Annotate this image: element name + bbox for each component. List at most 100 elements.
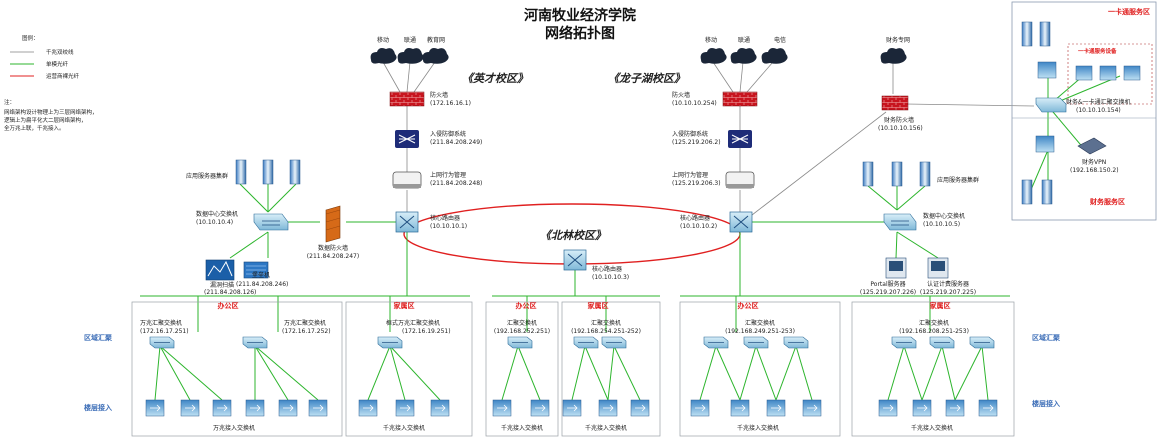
scanner-ip: (211.84.208.126) [204, 289, 256, 296]
agg-label-lz-b: 汇聚交换机 [919, 319, 949, 327]
zone-label-home: 家属区 [588, 301, 609, 310]
isp-label-edu: 教育网 [427, 36, 445, 44]
campus-title-longzihu: 《龙子湖校区》 [608, 72, 685, 85]
cloud-icon [397, 48, 424, 64]
auth-ip: (125.219.207.225) [920, 289, 976, 296]
server-icon [862, 161, 874, 187]
legend-heading: 图例： [22, 34, 39, 42]
longzihu-ips: 入侵防御系统 (125.219.206.2) [672, 130, 752, 148]
server-icon [891, 161, 903, 187]
isp-cloud-finance: 财务专网 [880, 36, 910, 64]
yingcai-ips: 入侵防御系统 (211.84.208.249) [395, 130, 482, 148]
legend: 图例： 千兆双绞线 单模光纤 运营商裸光纤 [10, 34, 80, 80]
access-switch [530, 399, 550, 417]
aggregation-switch [783, 336, 809, 349]
cloud-icon [761, 48, 788, 64]
isp-label-telecom: 电信 [774, 36, 786, 44]
ips-label: 入侵防御系统 [430, 130, 466, 138]
vpn-icon [1077, 137, 1107, 155]
access-switch [598, 399, 618, 417]
zone-box-longzihu-home [851, 301, 1015, 437]
portal-server-icon [885, 257, 907, 279]
cloud-icon [730, 48, 757, 64]
zone-box-longzihu-office [679, 301, 841, 437]
zone-box-beilin-office [485, 301, 559, 437]
access-label-lz-a: 千兆接入交换机 [737, 424, 779, 432]
access-switch [430, 399, 450, 417]
zone-box-beilin-home [561, 301, 661, 437]
ips-ip: (125.219.206.2) [672, 139, 721, 146]
aggregation-switch [601, 336, 627, 349]
card-finance-area: 一卡通服务区 一卡通服务设备 财务&一卡通汇聚交换机 (10.10.10.154… [1011, 1, 1157, 221]
access-switch [730, 399, 750, 417]
aggregation-switch [743, 336, 769, 349]
longzihu-firewall: 防火墙 (10.10.10.254) [672, 91, 758, 107]
access-switch [912, 399, 932, 417]
router-icon [395, 211, 419, 233]
layer-label-aggregation-right: 区域汇聚 [1032, 333, 1061, 342]
yingcai-behavior-mgmt: 上网行为管理 (211.84.208.248) [392, 171, 482, 189]
server-icon [262, 159, 274, 185]
access-switch [878, 399, 898, 417]
agg-ip-yc-a: (172.16.17.251) [140, 328, 189, 335]
dc-firewall-label: 数据防火墙 [318, 244, 348, 252]
card-finance-switch: 财务&一卡通汇聚交换机 (10.10.10.154) [1035, 97, 1131, 114]
access-switch [690, 399, 710, 417]
aggregation-switch [507, 336, 533, 349]
access-label-lz-b: 千兆接入交换机 [911, 424, 953, 432]
behavior-appliance-icon [725, 171, 755, 189]
access-switch [358, 399, 378, 417]
beilin-core-router: 核心路由器 (10.10.10.3) [563, 249, 629, 281]
core-router-label: 核心路由器 [592, 265, 622, 273]
access-switch [145, 399, 165, 417]
agg-label-bl-b: 汇聚交换机 [591, 319, 621, 327]
behavior-label: 上网行为管理 [430, 171, 466, 179]
legend-label-single-mode-fiber: 单模光纤 [46, 60, 69, 68]
longzihu-app-server-cluster: 应用服务器集群 [862, 161, 979, 187]
dc-switch-label: 数据中心交换机 [196, 210, 238, 218]
longzihu-core-router: 核心路由器 (10.10.10.2) [680, 211, 753, 233]
finance-area-title: 财务服务区 [1089, 197, 1125, 206]
longzihu-behavior-mgmt: 上网行为管理 (125.219.206.3) [672, 171, 755, 189]
server-icon [1041, 179, 1053, 205]
card-equip-label: 一卡通服务设备 [1078, 47, 1117, 55]
isp-clouds-longzihu: 移动 联通 电信 [700, 36, 788, 64]
ips-ip: (211.84.208.249) [430, 139, 482, 146]
aggregation-switch [573, 336, 599, 349]
access-switch [766, 399, 786, 417]
yingcai-firewall: 防火墙 (172.16.16.1) [389, 91, 471, 107]
server-icon [1021, 21, 1033, 47]
link-layer [140, 61, 1121, 401]
access-switch [978, 399, 998, 417]
campus-title-beilin: 《北林校区》 [540, 229, 606, 242]
firewall-icon [389, 91, 425, 107]
behavior-label: 上网行为管理 [672, 171, 708, 179]
agg-label-lz-a: 汇聚交换机 [745, 319, 775, 327]
core-router-ip: (10.10.10.2) [680, 223, 717, 230]
auth-label: 认证计费服务器 [927, 280, 969, 288]
agg-ip-yc-c: (172.16.19.251) [402, 328, 451, 335]
core-router-label: 核心路由器 [430, 214, 460, 222]
access-switch [630, 399, 650, 417]
finance-firewall-ip: (10.10.10.156) [878, 125, 923, 132]
switch-icon [883, 213, 917, 231]
core-router-label: 核心路由器 [680, 214, 710, 222]
yingcai-vuln-scanner: 漏洞扫描 (211.84.208.126) [204, 259, 256, 296]
server-icon [1035, 135, 1055, 153]
server-icon [235, 159, 247, 185]
legend-label-isp-fiber: 运营商裸光纤 [46, 72, 80, 80]
access-label-yc-c: 千兆接入交换机 [383, 424, 425, 432]
access-switch [212, 399, 232, 417]
router-icon [563, 249, 587, 271]
cloud-icon [370, 48, 397, 64]
agg-ip-bl-b: (192.168.254.251-252) [571, 328, 641, 335]
agg-label-yc-b: 万兆汇聚交换机 [284, 319, 326, 327]
zone-label-home: 家属区 [394, 301, 415, 310]
firewall-icon [881, 95, 909, 111]
core-router-ip: (10.10.10.3) [592, 274, 629, 281]
yingcai-core-router: 核心路由器 (10.10.10.1) [395, 211, 467, 233]
fortress-ip: (211.84.208.246) [236, 281, 288, 288]
agg-label-bl-a: 汇聚交换机 [507, 319, 537, 327]
zone-box-yingcai-office [131, 301, 343, 437]
